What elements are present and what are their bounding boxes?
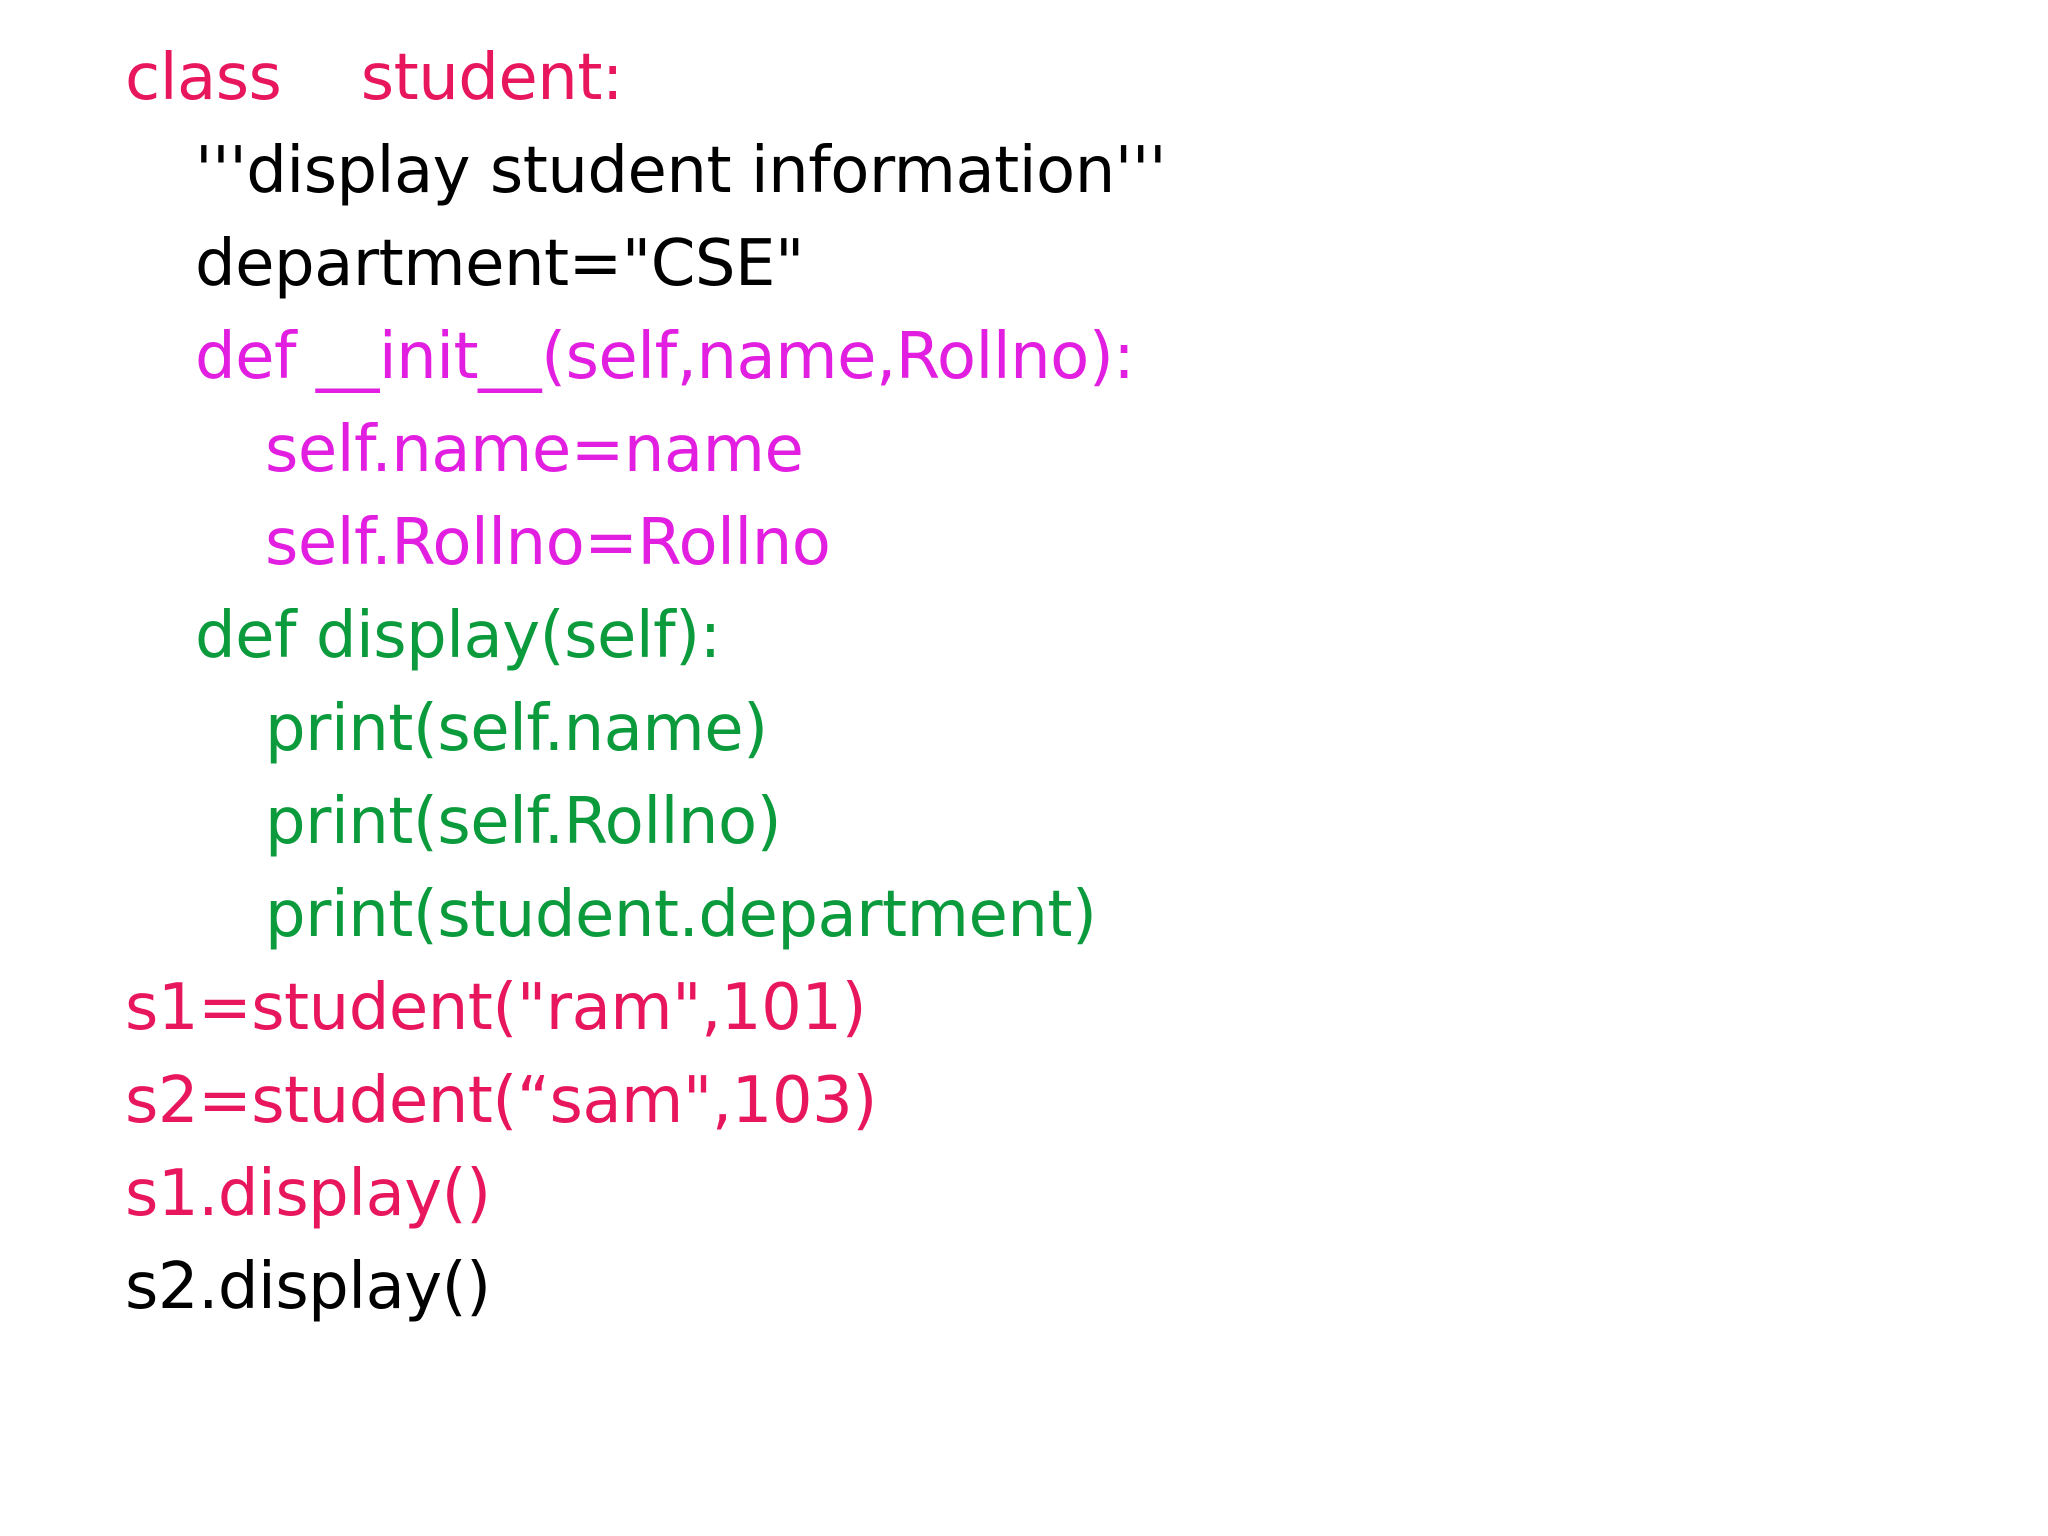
code-line-print-name: print(self.name) bbox=[265, 692, 768, 766]
code-line-print-department: print(student.department) bbox=[265, 878, 1097, 952]
code-line-department: department="CSE" bbox=[195, 227, 804, 301]
code-line-print-rollno: print(self.Rollno) bbox=[265, 785, 782, 859]
code-line-s1-create: s1=student("ram",101) bbox=[125, 971, 867, 1045]
code-line-docstring: '''display student information''' bbox=[195, 134, 1167, 208]
code-line-assign-rollno: self.Rollno=Rollno bbox=[265, 506, 831, 580]
code-line-class-def: class student: bbox=[125, 41, 623, 115]
code-block: class student: '''display student inform… bbox=[125, 32, 1985, 1334]
code-line-init-def: def __init__(self,name,Rollno): bbox=[195, 320, 1135, 394]
code-line-assign-name: self.name=name bbox=[265, 413, 804, 487]
code-line-s1-display: s1.display() bbox=[125, 1157, 491, 1231]
code-line-s2-display: s2.display() bbox=[125, 1250, 491, 1324]
code-line-display-def: def display(self): bbox=[195, 599, 721, 673]
code-line-s2-create: s2=student(“sam",103) bbox=[125, 1064, 877, 1138]
